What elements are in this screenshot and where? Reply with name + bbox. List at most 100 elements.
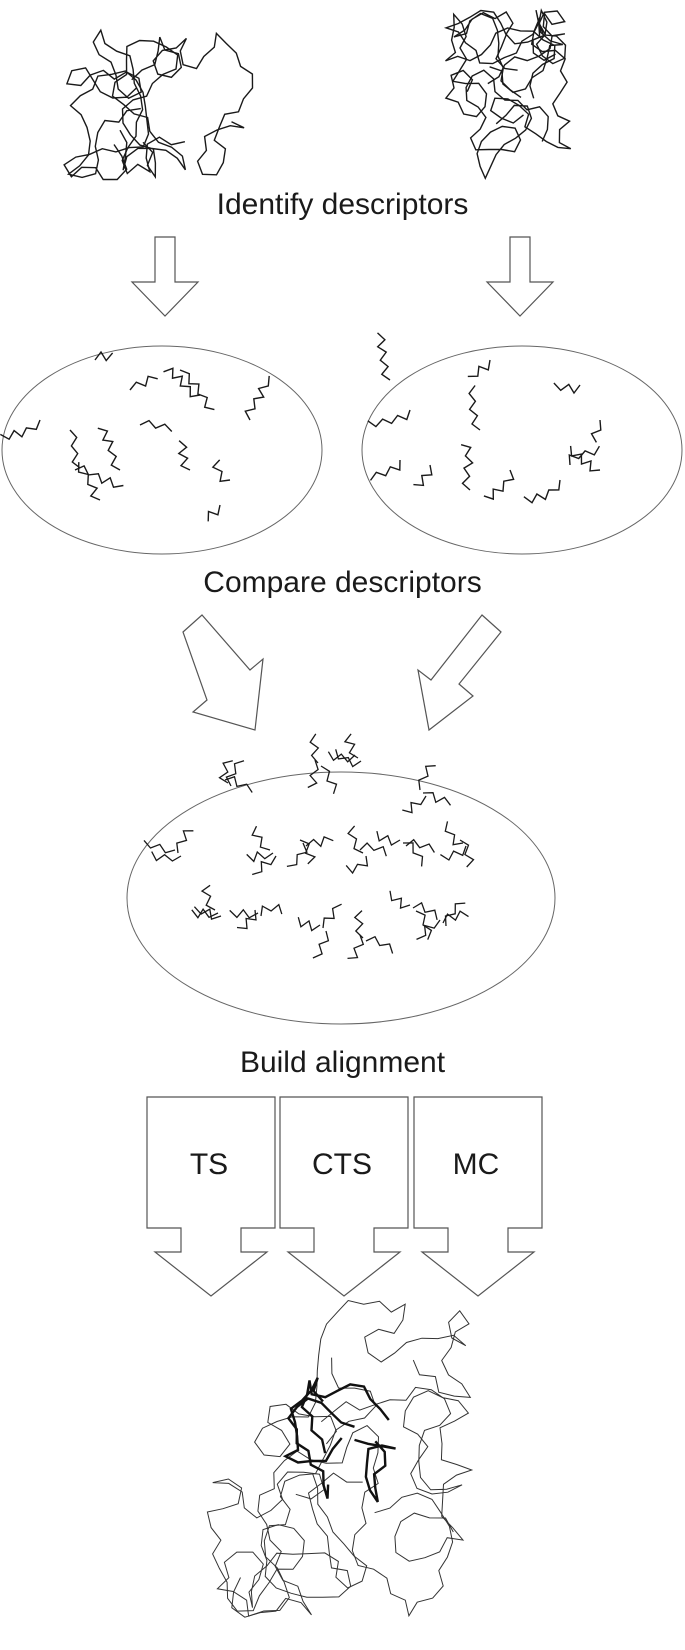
- descriptor-fragment: [211, 459, 231, 483]
- method-box-ts: [146, 1096, 276, 1297]
- descriptor-fragment: [0, 419, 41, 441]
- descriptor-set-b: [361, 345, 683, 555]
- backbone-trace: [254, 1299, 472, 1458]
- descriptor-fragment: [415, 910, 433, 940]
- descriptor-fragment: [218, 760, 233, 784]
- descriptor-fragment: [286, 842, 308, 868]
- method-cts-label: CTS: [312, 1148, 372, 1181]
- descriptor-fragment: [176, 830, 194, 854]
- backbone-trace: [206, 1471, 363, 1612]
- descriptor-fragment: [177, 440, 191, 471]
- descriptor-fragment: [77, 462, 101, 501]
- descriptor-fragment: [191, 908, 219, 919]
- backbone-trace: [282, 1377, 343, 1464]
- backbone-trace: [216, 1357, 377, 1617]
- backbone-trace: [354, 1438, 396, 1503]
- aligned-structure: [206, 1299, 474, 1618]
- descriptor-fragment: [143, 839, 176, 854]
- descriptor-fragment: [347, 825, 364, 854]
- protein-structure-b: [443, 8, 572, 181]
- descriptor-fragment: [483, 469, 515, 501]
- descriptor-fragment: [389, 890, 411, 910]
- descriptor-fragment: [309, 733, 320, 764]
- descriptor-fragment: [322, 903, 342, 929]
- descriptor-fragment: [405, 838, 435, 853]
- descriptor-fragments-b: [367, 332, 602, 504]
- descriptor-fragment: [569, 445, 601, 472]
- descriptor-fragment: [418, 765, 436, 791]
- backbone-trace: [453, 10, 566, 98]
- descriptor-fragment: [343, 733, 359, 759]
- method-mc-label: MC: [452, 1148, 500, 1181]
- step-build-alignment: Build alignment: [239, 1046, 446, 1079]
- arrow-down-left: [130, 236, 200, 317]
- arrow-down-right: [485, 236, 555, 317]
- descriptor-fragment: [444, 821, 464, 846]
- backbone-trace: [111, 39, 187, 180]
- descriptor-fragment: [193, 906, 222, 920]
- backbone-trace: [231, 1424, 454, 1618]
- descriptor-fragment: [229, 908, 259, 919]
- descriptor-fragment: [335, 749, 362, 768]
- descriptor-fragment: [353, 910, 364, 939]
- backbone-trace: [65, 28, 186, 175]
- descriptor-fragment: [251, 825, 271, 851]
- descriptor-fragment: [225, 760, 245, 787]
- descriptor-fragment: [359, 842, 387, 857]
- descriptor-fragment: [74, 464, 124, 488]
- descriptor-fragment: [244, 375, 270, 421]
- descriptor-fragment: [369, 459, 401, 481]
- descriptor-fragment: [69, 429, 81, 469]
- descriptor-fragment: [590, 419, 602, 443]
- descriptor-fragment: [376, 332, 391, 381]
- backbone-trace: [489, 16, 572, 150]
- descriptor-fragment: [97, 427, 121, 471]
- descriptor-fragment: [252, 855, 277, 876]
- method-ts-label: TS: [189, 1148, 229, 1181]
- matched-descriptor-fragments: [143, 733, 475, 960]
- descriptor-fragment: [94, 350, 114, 362]
- descriptor-fragments-a: [0, 350, 270, 522]
- step-identify-descriptors: Identify descriptors: [216, 188, 469, 221]
- descriptor-fragment: [207, 504, 221, 522]
- descriptor-fragment: [460, 444, 474, 491]
- descriptor-fragment: [459, 839, 475, 868]
- descriptor-fragment: [440, 845, 467, 861]
- descriptor-fragment: [312, 930, 330, 959]
- descriptor-fragment: [402, 795, 427, 814]
- backbone-trace: [444, 12, 556, 118]
- descriptor-fragment: [376, 830, 401, 847]
- descriptor-fragment: [347, 934, 365, 960]
- backbone-trace: [131, 31, 254, 176]
- descriptor-fragment: [412, 901, 438, 921]
- descriptor-fragment: [163, 367, 201, 398]
- descriptor-fragment: [179, 369, 215, 411]
- descriptor-fragment: [327, 751, 356, 763]
- descriptor-fragment: [422, 792, 452, 806]
- descriptor-fragment: [553, 382, 581, 395]
- descriptor-fragment: [307, 759, 319, 789]
- descriptor-fragment: [320, 765, 338, 794]
- descriptor-fragment: [345, 855, 369, 875]
- backbone-trace: [320, 1386, 474, 1562]
- method-box-mc: [413, 1096, 543, 1297]
- descriptor-fragment: [246, 850, 274, 863]
- descriptor-fragment: [260, 903, 283, 917]
- descriptor-fragment: [416, 919, 441, 940]
- backbone-trace: [465, 69, 549, 181]
- descriptor-fragment: [224, 775, 253, 793]
- descriptor-fragment: [402, 842, 424, 867]
- descriptor-fragment: [139, 419, 173, 432]
- descriptor-fragment: [200, 884, 216, 911]
- step-compare-descriptors: Compare descriptors: [203, 566, 482, 599]
- backbone-trace: [63, 70, 150, 181]
- descriptor-fragment: [468, 385, 481, 431]
- descriptor-fragment: [413, 464, 433, 487]
- descriptor-fragment: [129, 375, 158, 391]
- matched-descriptor-set: [126, 771, 556, 1025]
- descriptor-fragment: [467, 359, 491, 378]
- descriptor-fragment: [305, 836, 334, 848]
- descriptor-fragment: [151, 851, 182, 862]
- descriptor-set-a: [1, 345, 323, 555]
- backbone-trace: [300, 1380, 390, 1454]
